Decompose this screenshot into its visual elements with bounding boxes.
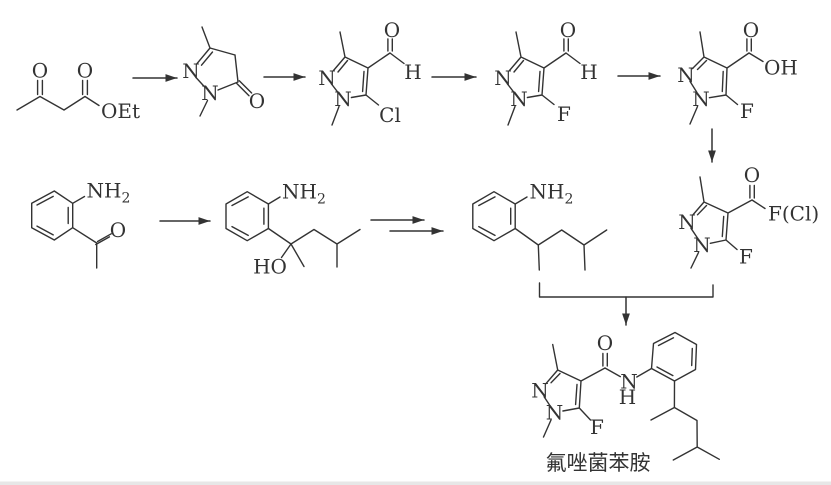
amine-nh: NH [87, 179, 122, 203]
hydroxyl-label: HO [253, 255, 287, 279]
ring-n2-label: N [318, 66, 336, 90]
bond-lines [690, 176, 766, 269]
alkyl-chain-bonds [650, 380, 720, 461]
substituent-bonds [267, 196, 361, 268]
aldehyde-oxygen-label: O [384, 18, 400, 42]
amine-nh: NH [282, 180, 317, 204]
amine-label: NH2 [282, 180, 326, 208]
bond-lines [506, 31, 581, 126]
ring-n1-label: N [546, 401, 564, 425]
pyrazole-bonds [542, 343, 653, 438]
acyl-halide-structure: N N O F(Cl) F [678, 163, 819, 269]
ring-n1-label: N [693, 233, 711, 257]
bond-lines [195, 26, 253, 117]
ring-n1-label: N [334, 87, 352, 111]
alkyl-aniline-structure: NH2 [472, 180, 608, 271]
amine-label: NH2 [530, 180, 574, 208]
product-name-label: 氟唑菌苯胺 [546, 451, 651, 475]
ring-n1-label: N [692, 87, 710, 111]
amide-nitrogen-label: N [620, 370, 638, 394]
fluorine-label: F [590, 415, 604, 439]
ketone-oxygen-label: O [32, 59, 48, 83]
fluorine-label: F [557, 102, 571, 126]
fluorine-label: F [740, 99, 754, 123]
penflufen-structure: N N O N H F 氟唑菌苯胺 [531, 331, 720, 475]
ring-n2-label: N [182, 59, 200, 83]
ring-n2-label: N [677, 63, 695, 87]
amide-oxygen-label: O [597, 331, 613, 355]
bond-lines [689, 31, 764, 125]
fluorine-label: F [739, 245, 753, 269]
amino-alcohol-structure: NH2 HO [225, 180, 361, 279]
pyrazolone-structure: N N O [182, 26, 265, 117]
ketone-oxygen-label: O [110, 218, 126, 242]
bond-lines [330, 31, 405, 126]
amide-hydrogen-label: H [619, 385, 636, 409]
combining-bracket [538, 282, 714, 298]
acyl-oxygen-label: O [744, 163, 760, 187]
amine-subscript: 2 [121, 191, 130, 207]
chloro-pyrazole-aldehyde-structure: N N O H Cl [318, 18, 421, 127]
aldehyde-hydrogen-label: H [580, 60, 597, 84]
benzene-ring [472, 191, 516, 242]
ring-n2-label: N [678, 210, 696, 234]
benzene-ring [31, 190, 74, 241]
ester-oxygen-label: O [77, 59, 93, 83]
ring-n2-label: N [494, 66, 512, 90]
substituent-bonds [514, 196, 608, 271]
ethyl-acetoacetate-structure: O O OEt [16, 59, 140, 123]
chlorine-label: Cl [379, 103, 401, 127]
benzene-ring [225, 191, 270, 242]
scan-artifact-strip [0, 481, 831, 485]
ethoxy-label: OEt [101, 99, 140, 123]
fluoro-pyrazole-acid-structure: N N O OH F [677, 18, 798, 125]
aldehyde-oxygen-label: O [560, 18, 576, 42]
ring-n1-label: N [510, 87, 528, 111]
amine-label: NH2 [87, 179, 131, 207]
bond-lines [16, 79, 100, 111]
ring-n2-label: N [531, 379, 549, 403]
aldehyde-hydrogen-label: H [404, 60, 421, 84]
amine-subscript: 2 [564, 192, 573, 208]
amine-nh: NH [530, 180, 565, 204]
amine-subscript: 2 [317, 192, 326, 208]
carbonyl-oxygen-label: O [249, 89, 265, 113]
fluoro-pyrazole-aldehyde-structure: N N O H F [494, 18, 597, 126]
benzene-ring [650, 331, 698, 382]
substituent-bonds [72, 195, 112, 269]
amino-acetophenone-structure: NH2 O [31, 179, 131, 269]
halide-label: F(Cl) [768, 202, 819, 226]
ring-n1-label: N [201, 81, 219, 105]
acid-oxygen-label: O [743, 18, 759, 42]
hydroxyl-label: OH [764, 56, 798, 80]
